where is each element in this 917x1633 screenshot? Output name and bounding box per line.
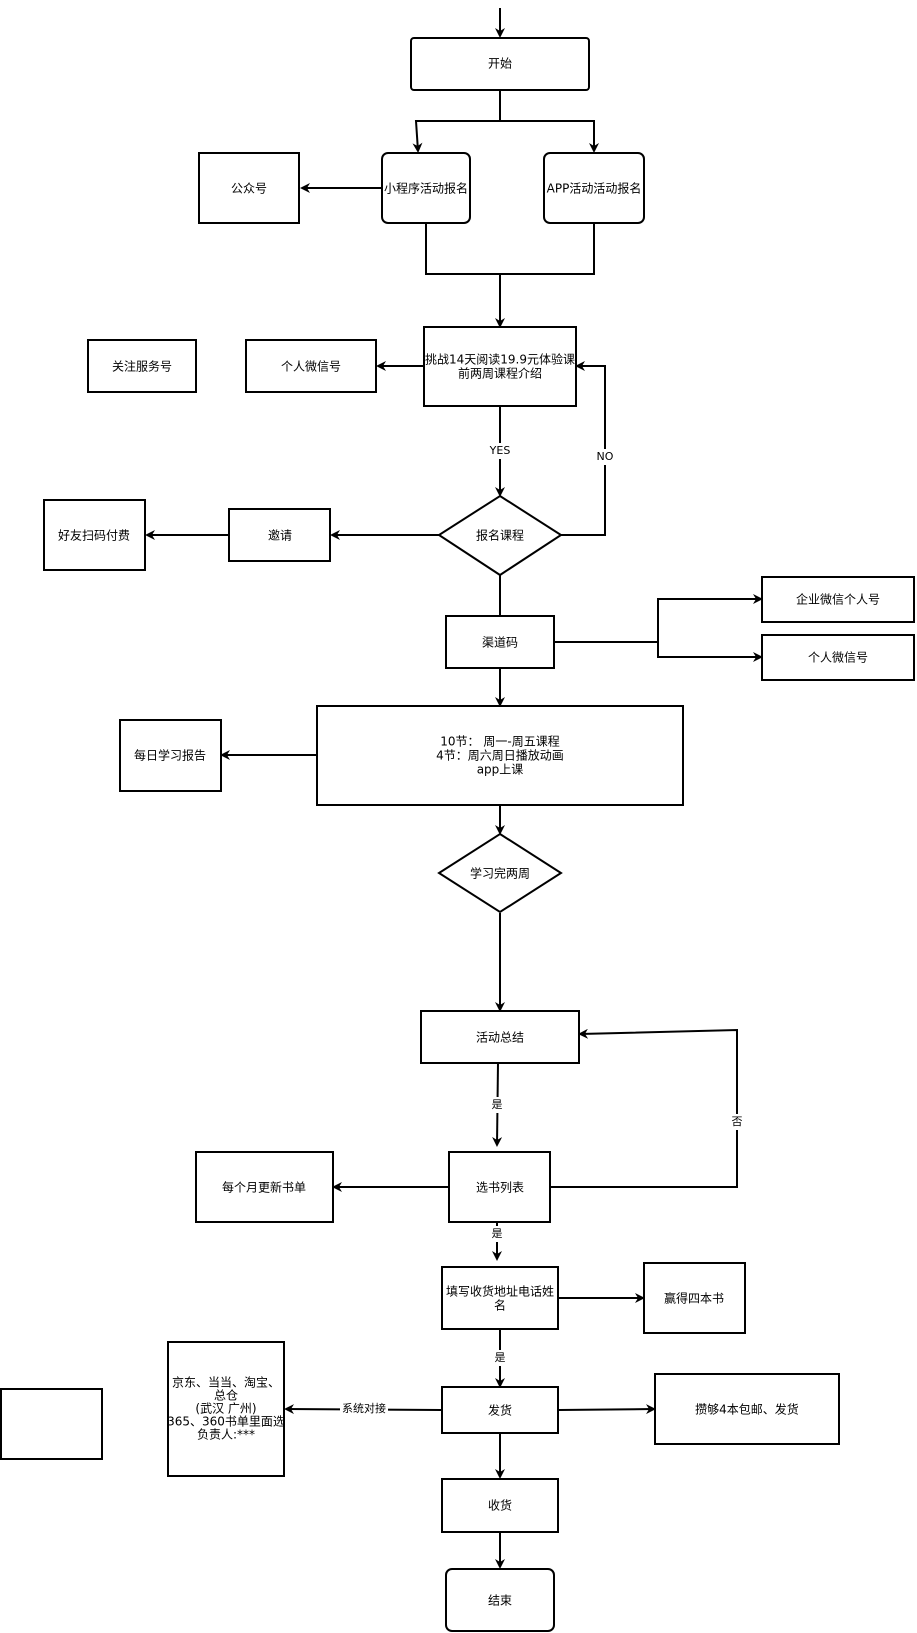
node-fill-address-line-1: 填写收货地址电话姓 [446, 1284, 554, 1299]
edge-ship-free-shipping [558, 1404, 656, 1415]
node-course-schedule-line-1: 10节： 周一-周五课程 [440, 734, 559, 749]
node-enroll-label: 报名课程 [476, 528, 524, 543]
edge-label-fou: 否 [732, 1115, 743, 1128]
node-official-account-label: 公众号 [231, 182, 267, 196]
node-monthly-update: 每个月更新书单 [195, 1151, 334, 1223]
node-end: 结束 [445, 1568, 555, 1632]
edge-label-shi-3: 是 [495, 1351, 506, 1364]
node-blank-box [0, 1388, 103, 1460]
node-personal-wechat-2: 个人微信号 [761, 634, 915, 681]
node-invite-label: 邀请 [268, 528, 292, 543]
node-official-account: 公众号 [198, 152, 300, 224]
node-personal-wechat-1: 个人微信号 [245, 339, 377, 393]
node-daily-report: 每日学习报告 [119, 719, 222, 792]
node-invite: 邀请 [228, 508, 331, 562]
node-follow-service: 关注服务号 [87, 339, 197, 393]
node-start-label: 开始 [488, 57, 512, 71]
edge-start-mini-program [412, 90, 501, 153]
node-enterprise-wechat: 企业微信个人号 [761, 576, 915, 623]
node-personal-wechat-2-label: 个人微信号 [808, 651, 868, 665]
node-follow-service-label: 关注服务号 [112, 359, 172, 374]
edge-start-app [500, 120, 599, 153]
node-personal-wechat-1-label: 个人微信号 [281, 360, 341, 374]
edge-merge-to-challenge [425, 223, 595, 326]
node-challenge-line-2: 前两周课程介绍 [458, 366, 542, 381]
node-friend-pay: 好友扫码付费 [43, 499, 146, 571]
node-challenge: 挑战14天阅读19.9元体验课 前两周课程介绍 [423, 326, 577, 407]
node-course-schedule-line-2: 4节：周六周日播放动画 [436, 748, 564, 763]
node-course-schedule: 10节： 周一-周五课程 4节：周六周日播放动画 app上课 [316, 705, 684, 806]
node-book-list: 选书列表 [448, 1151, 551, 1223]
node-finish-two-weeks-label: 学习完两周 [470, 866, 530, 881]
node-daily-report-label: 每日学习报告 [134, 748, 206, 763]
node-fill-address-line-2: 名 [494, 1298, 506, 1313]
node-enroll: 报名课程 [437, 494, 563, 577]
node-app-signup: APP活动活动报名 [543, 152, 645, 224]
node-warehouse-line-4: 365、360书单里面选 [167, 1415, 285, 1429]
node-friend-pay-label: 好友扫码付费 [58, 529, 130, 543]
node-end-label: 结束 [488, 1594, 512, 1608]
node-summary-label: 活动总结 [476, 1031, 524, 1045]
node-free-shipping-label: 攒够4本包邮、发货 [695, 1402, 799, 1417]
node-ship: 发货 [441, 1386, 559, 1434]
edges [145, 8, 763, 1569]
nodes: 开始 小程序活动报名 APP活动活动报名 公众号 挑战14天阅读19.9元体验课… [0, 37, 915, 1632]
node-mini-program-label: 小程序活动报名 [384, 181, 468, 196]
node-book-list-label: 选书列表 [476, 1181, 524, 1195]
node-receive-label: 收货 [488, 1498, 512, 1513]
node-free-shipping: 攒够4本包邮、发货 [654, 1373, 840, 1445]
edge-label-no: NO [597, 450, 614, 463]
node-warehouse: 京东、当当、淘宝、 总仓 (武汉 广州) 365、360书单里面选 负责人:**… [167, 1341, 285, 1477]
node-warehouse-line-2: 总仓 [214, 1389, 238, 1403]
node-ship-label: 发货 [488, 1403, 512, 1418]
node-receive: 收货 [441, 1478, 559, 1533]
node-win-books-label: 赢得四本书 [664, 1291, 724, 1306]
node-enterprise-wechat-label: 企业微信个人号 [796, 592, 880, 607]
edge-channel-personal-wechat [657, 642, 763, 662]
node-app-signup-label: APP活动活动报名 [547, 181, 642, 196]
node-fill-address: 填写收货地址电话姓 名 [441, 1266, 559, 1330]
node-monthly-update-label: 每个月更新书单 [222, 1180, 306, 1195]
edge-label-yes: YES [489, 444, 511, 457]
node-finish-two-weeks: 学习完两周 [437, 832, 563, 914]
node-challenge-line-1: 挑战14天阅读19.9元体验课 [425, 352, 575, 367]
node-channel-code: 渠道码 [445, 615, 555, 669]
node-channel-code-label: 渠道码 [482, 636, 518, 650]
edge-label-system-docking: 系统对接 [342, 1401, 386, 1415]
node-start: 开始 [410, 37, 590, 91]
edge-labels: YES NO 是 否 是 是 系统对接 [340, 443, 744, 1417]
node-course-schedule-line-3: app上课 [477, 763, 524, 777]
edge-label-shi-1: 是 [492, 1098, 503, 1111]
node-mini-program: 小程序活动报名 [381, 152, 471, 224]
node-summary: 活动总结 [420, 1010, 580, 1064]
node-warehouse-line-5: 负责人:*** [197, 1428, 255, 1442]
node-warehouse-line-1: 京东、当当、淘宝、 [172, 1376, 280, 1390]
node-warehouse-line-3: (武汉 广州) [195, 1402, 256, 1416]
node-win-books: 赢得四本书 [643, 1262, 746, 1334]
edge-booklist-summary-no [550, 1028, 738, 1188]
edge-label-shi-2: 是 [492, 1227, 503, 1240]
edge-channel-enterprise-wechat [554, 594, 763, 643]
